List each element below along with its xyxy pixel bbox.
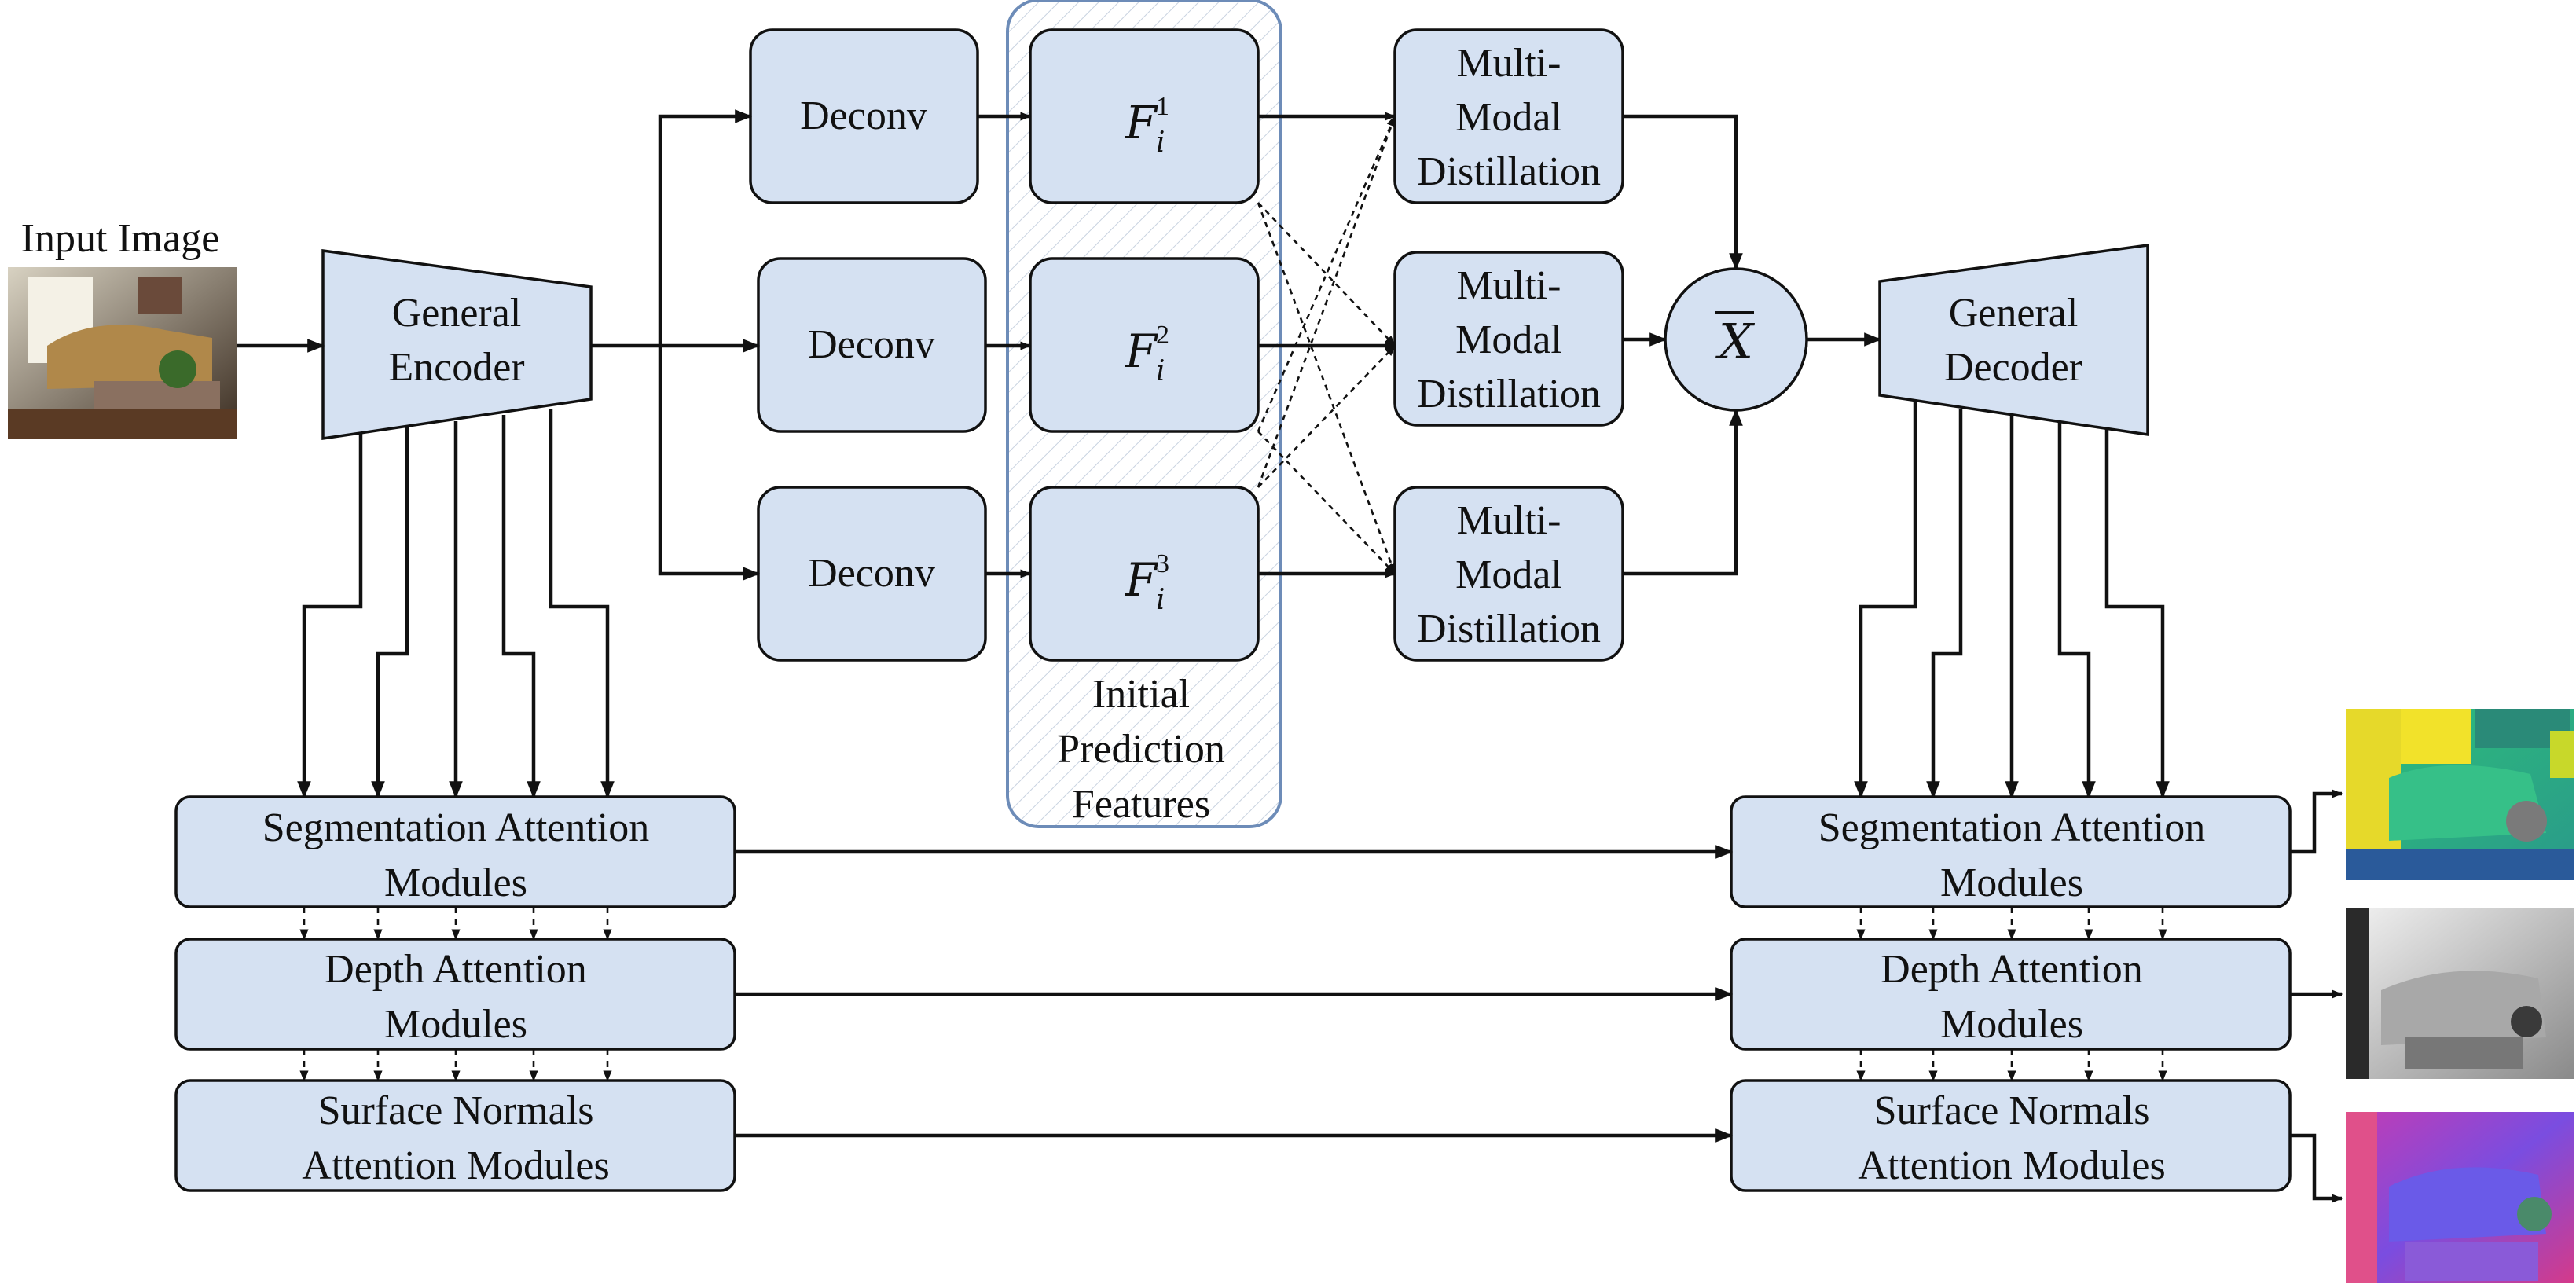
decoder-attention-dashed-links xyxy=(1856,907,2167,1082)
enc-normals-line2: Attention Modules xyxy=(302,1143,609,1188)
encoder-skip-connections xyxy=(297,409,615,799)
input-image xyxy=(8,267,237,439)
edge-distill1-to-aggregate xyxy=(1623,114,1743,271)
distillation-3-line3: Distillation xyxy=(1417,607,1601,651)
feature-sub-2: i xyxy=(1156,355,1165,387)
group-label-1: Initial xyxy=(1092,672,1190,717)
edge-normals-to-output xyxy=(2290,1133,2343,1203)
feature-base-2: F xyxy=(1125,325,1158,378)
general-encoder xyxy=(321,248,593,441)
general-decoder xyxy=(1878,243,2149,437)
aggregate-symbol: X xyxy=(1715,313,1756,370)
encoder-attention-dashed-links xyxy=(299,907,612,1082)
enc-seg-line2: Modules xyxy=(384,861,527,905)
distillation-1-line1: Multi- xyxy=(1457,41,1561,86)
decoder-label-1: General xyxy=(1949,291,2079,336)
distillation-1-line2: Modal xyxy=(1455,95,1562,140)
group-label-3: Features xyxy=(1072,782,1210,827)
input-image-label: Input Image xyxy=(21,216,220,261)
distillation-2-line2: Modal xyxy=(1455,317,1562,362)
dec-seg-line1: Segmentation Attention xyxy=(1818,805,2206,850)
depth-output-image xyxy=(2346,908,2574,1079)
edge-branch-to-deconv-3 xyxy=(658,346,761,581)
feature-sup-1: 1 xyxy=(1156,92,1169,121)
group-label-2: Prediction xyxy=(1057,727,1225,772)
enc-depth-line2: Modules xyxy=(384,1002,527,1047)
encoder-label-1: General xyxy=(392,291,522,336)
enc-seg-line1: Segmentation Attention xyxy=(262,805,650,850)
distillation-2-line3: Distillation xyxy=(1417,372,1601,416)
feature-label-1: F i 1 xyxy=(1125,92,1169,159)
dec-depth-line2: Modules xyxy=(1940,1002,2083,1047)
distillation-3-line2: Modal xyxy=(1455,552,1562,597)
feature-base-1: F xyxy=(1125,96,1158,149)
edge-seg-to-output xyxy=(2290,789,2343,854)
deconv-label-3: Deconv xyxy=(808,551,935,596)
feature-label-2: F i 2 xyxy=(1125,321,1169,387)
dec-seg-line2: Modules xyxy=(1940,861,2083,905)
segmentation-output-image xyxy=(2346,709,2574,880)
decoder-label-2: Decoder xyxy=(1944,345,2082,390)
edge-branch-to-deconv-1 xyxy=(658,109,753,346)
feature-sup-3: 3 xyxy=(1156,549,1169,578)
distillation-3-line1: Multi- xyxy=(1457,498,1561,543)
feature-sub-1: i xyxy=(1156,127,1165,159)
feature-sub-3: i xyxy=(1156,584,1165,616)
cross-task-connections xyxy=(1257,115,1396,575)
dec-depth-line1: Depth Attention xyxy=(1881,947,2143,992)
feature-label-3: F i 3 xyxy=(1125,549,1169,616)
enc-normals-line1: Surface Normals xyxy=(318,1088,594,1133)
deconv-label-2: Deconv xyxy=(808,322,935,367)
feature-base-3: F xyxy=(1125,553,1158,607)
dec-normals-line2: Attention Modules xyxy=(1858,1143,2165,1188)
distillation-2-line1: Multi- xyxy=(1457,263,1561,308)
dec-normals-line1: Surface Normals xyxy=(1874,1088,2150,1133)
surface-normals-output-image xyxy=(2346,1112,2574,1283)
distillation-1-line3: Distillation xyxy=(1417,149,1601,194)
enc-depth-line1: Depth Attention xyxy=(325,947,587,992)
decoder-skip-connections xyxy=(1854,402,2170,799)
deconv-label-1: Deconv xyxy=(800,94,927,138)
edge-distill3-to-aggregate xyxy=(1623,408,1743,576)
encoder-label-2: Encoder xyxy=(388,345,524,390)
feature-sup-2: 2 xyxy=(1156,321,1169,350)
